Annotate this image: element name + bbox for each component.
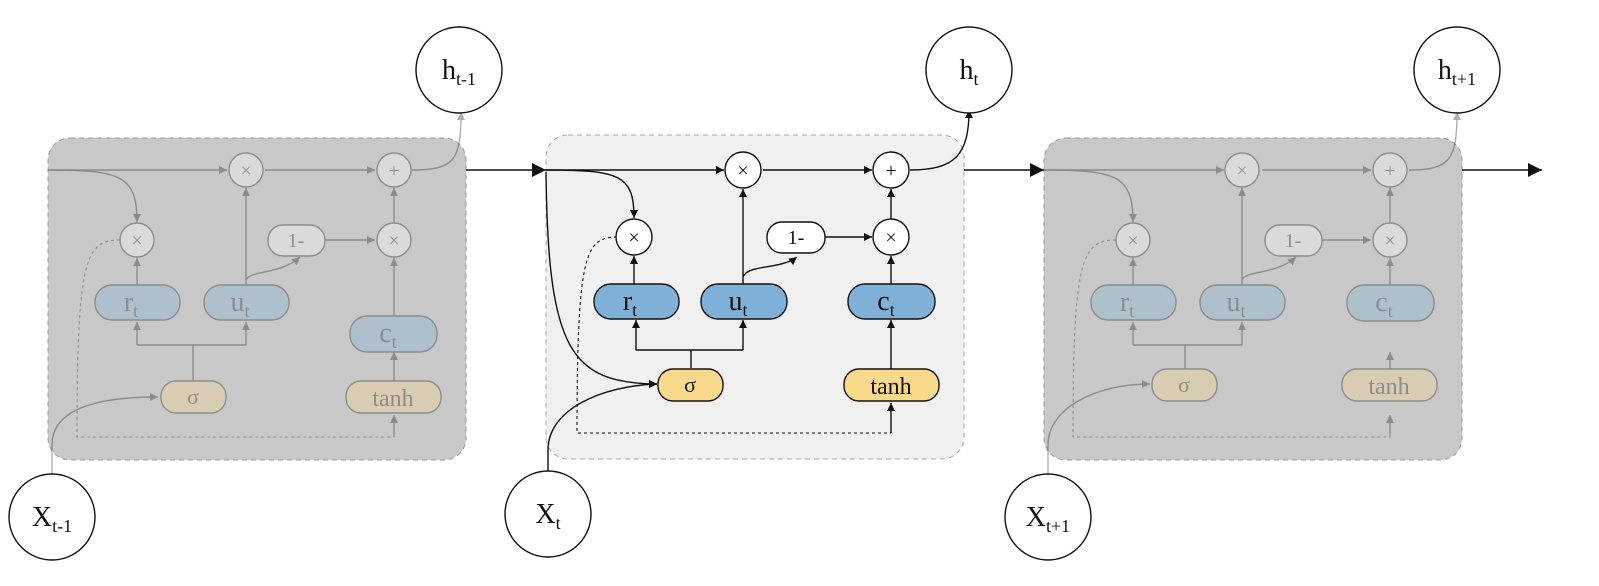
update-gate [1199, 284, 1286, 321]
output-label-next: ht+1 [1438, 55, 1476, 89]
mult-node-update [724, 151, 762, 189]
mult-symbol: × [1236, 160, 1247, 182]
one-minus-label: 1- [288, 230, 305, 252]
update-gate [203, 284, 290, 321]
output-label-current: ht [959, 55, 978, 89]
sigma-node [160, 380, 227, 414]
candidate-gate [1346, 284, 1435, 322]
mult-symbol: × [885, 227, 896, 249]
update-gate-label: ut [1226, 287, 1245, 321]
input-node-next [1004, 473, 1092, 561]
mult-symbol: × [1127, 230, 1138, 252]
one-minus-node [267, 224, 326, 257]
candidate-gate-label: ct [379, 318, 396, 352]
mult-node-candidate [1372, 222, 1408, 258]
mult-symbol: × [737, 160, 748, 182]
plus-node [1372, 152, 1408, 188]
input-node-prev [8, 473, 96, 561]
sigma-node [1151, 368, 1218, 402]
gru-cell-next: × × + × 1- rt ut ct σ tanh [1043, 111, 1463, 478]
plus-node [872, 151, 910, 189]
plus-symbol: + [1384, 160, 1395, 182]
mult-symbol: × [131, 230, 142, 252]
reset-gate-label: rt [124, 287, 138, 321]
tanh-label: tanh [870, 374, 911, 400]
sigma-label: σ [684, 372, 696, 397]
output-node-next [1413, 26, 1501, 114]
mult-node-candidate [376, 222, 412, 258]
tanh-node [345, 380, 442, 414]
one-minus-label: 1- [1285, 230, 1302, 252]
candidate-gate [349, 315, 438, 353]
sigma-node [657, 368, 724, 402]
tanh-node [843, 368, 940, 402]
gru-cell-prev: × × + × 1- rt ut ct σ tanh [47, 111, 467, 478]
mult-node-reset [1115, 222, 1151, 258]
tanh-label: tanh [1368, 374, 1409, 400]
update-gate [700, 283, 788, 320]
sigma-label: σ [187, 384, 199, 409]
plus-node [376, 152, 412, 188]
update-gate-label: ut [230, 287, 249, 321]
input-label-next: Xt+1 [1026, 502, 1070, 536]
reset-gate [593, 283, 680, 320]
output-node-prev [415, 26, 503, 114]
reset-gate-label: rt [623, 286, 637, 320]
mult-node-candidate [872, 218, 910, 256]
plus-symbol: + [388, 160, 399, 182]
cell-box [1043, 137, 1463, 461]
mult-node-reset [119, 222, 155, 258]
one-minus-node [1264, 224, 1323, 257]
reset-gate [1090, 284, 1177, 321]
candidate-gate-label: ct [877, 286, 894, 320]
gru-cell-current: × × + × 1- rt ut ct σ tanh [545, 109, 973, 476]
mult-symbol: × [388, 230, 399, 252]
mult-node-update [1224, 152, 1260, 188]
reset-gate [94, 284, 181, 321]
mult-symbol: × [240, 160, 251, 182]
plus-symbol: + [885, 160, 896, 182]
candidate-gate-label: ct [1375, 287, 1392, 321]
mult-node-reset [615, 218, 653, 256]
input-label-prev: Xt-1 [32, 502, 72, 536]
output-label-prev: ht-1 [442, 55, 476, 89]
input-label-current: Xt [535, 499, 560, 533]
sigma-label: σ [1178, 372, 1190, 397]
one-minus-node [766, 221, 826, 254]
tanh-node [1341, 368, 1438, 402]
update-gate-label: ut [728, 286, 747, 320]
mult-symbol: × [1384, 230, 1395, 252]
cell-box [47, 137, 467, 461]
input-node-current [504, 470, 592, 558]
mult-symbol: × [628, 227, 639, 249]
reset-gate-label: rt [1120, 287, 1134, 321]
mult-node-update [228, 152, 264, 188]
tanh-label: tanh [372, 386, 413, 412]
candidate-gate [847, 283, 936, 320]
output-node-current [925, 26, 1013, 114]
one-minus-label: 1- [788, 227, 805, 249]
